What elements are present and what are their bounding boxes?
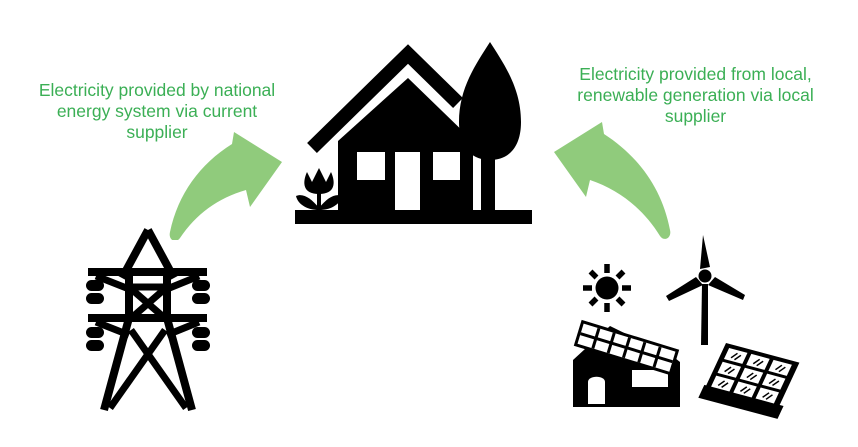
national-supply-label: Electricity provided by national energy … (32, 80, 282, 143)
national-supply-label-line3: supplier (126, 122, 188, 142)
tulip-flower-icon (304, 168, 334, 194)
national-supply-arrow-icon (160, 128, 290, 240)
house-with-tree-icon (283, 36, 538, 228)
local-supply-arrow-icon (546, 118, 676, 240)
insulator-discs (86, 280, 210, 351)
local-supply-label-line2: renewable generation via local (577, 85, 814, 105)
wind-turbine-icon (658, 226, 753, 351)
local-supply-label: Electricity provided from local, renewab… (558, 64, 833, 127)
transmission-tower-icon (82, 226, 217, 416)
local-supply-label-line1: Electricity provided from local, (579, 64, 812, 84)
sun-icon (580, 260, 635, 315)
local-supply-label-line3: supplier (664, 106, 727, 126)
solar-panel-icon (692, 336, 804, 431)
national-supply-label-line2: energy system via current (56, 101, 258, 121)
solar-roof-house-icon (563, 312, 703, 417)
national-supply-label-line1: Electricity provided by national (38, 80, 276, 100)
